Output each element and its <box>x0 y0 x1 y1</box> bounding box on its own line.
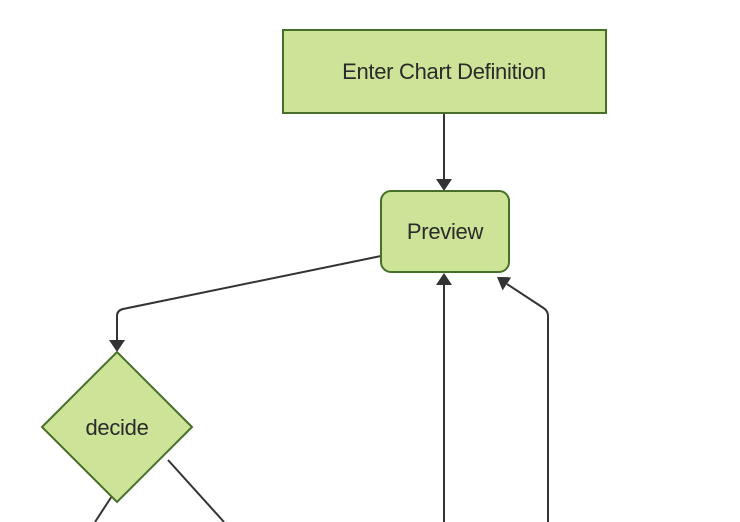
edge-enter-to-preview <box>436 113 452 191</box>
diamond-shape <box>40 350 194 504</box>
edge-decide-to-bottom-left <box>94 495 113 522</box>
edge-line <box>167 459 225 522</box>
arrowhead-down-icon <box>109 340 125 352</box>
node-decide: decide <box>40 350 194 504</box>
edge-bottom-center-to-preview <box>436 273 452 522</box>
edge-decide-to-bottom-right <box>167 459 225 522</box>
edge-line <box>116 255 382 340</box>
node-enter-chart-definition: Enter Chart Definition <box>282 29 607 114</box>
edge-preview-to-decide <box>109 255 382 352</box>
arrowhead-up-icon <box>436 273 452 285</box>
rectangle-shape <box>282 29 607 114</box>
edge-line <box>506 283 549 522</box>
node-label: Preview <box>407 219 484 244</box>
node-label: decide <box>85 415 148 440</box>
edge-bottom-right-to-preview <box>497 277 549 522</box>
node-preview: Preview <box>380 190 510 273</box>
edge-line <box>94 495 113 522</box>
rounded-rectangle-shape <box>380 190 510 273</box>
node-label: Enter Chart Definition <box>342 59 546 84</box>
arrowhead-down-icon <box>436 179 452 191</box>
arrowhead-up-left-icon <box>497 277 512 291</box>
